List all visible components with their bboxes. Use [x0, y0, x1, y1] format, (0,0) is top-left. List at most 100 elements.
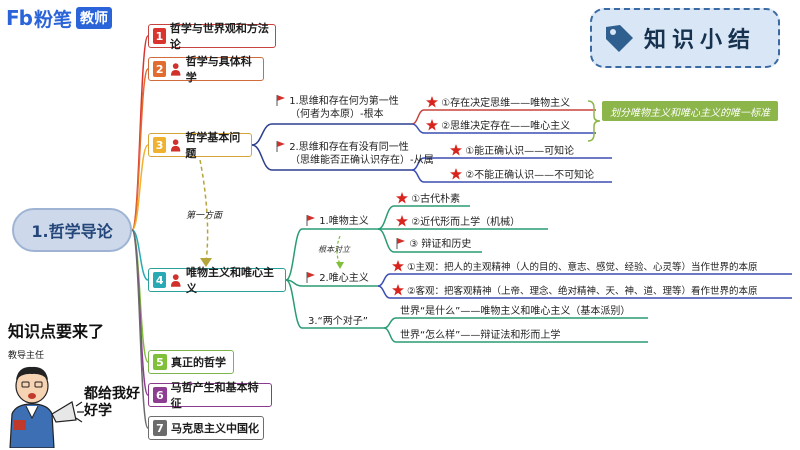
q1-leaf-1-text: ①存在决定思维——唯物主义	[441, 98, 571, 109]
node-1: 1 哲学与世界观和方法论	[148, 22, 276, 51]
edge-ide-l2	[377, 285, 792, 299]
node-number: 2	[153, 61, 167, 77]
root-node: 1.哲学导论	[12, 208, 132, 252]
star-icon	[426, 96, 438, 108]
edge-n4-mat	[285, 228, 378, 281]
edge-n4-ide	[285, 279, 378, 287]
edge-mat-l1	[377, 205, 470, 230]
brand-badge: 教师	[76, 7, 112, 29]
summary-title: 知识小结	[644, 27, 757, 53]
ide-leaf-1: ①主观：把人的主观精神（人的目的、意志、感觉、经验、心灵等）当作世界的本原	[392, 260, 758, 274]
teacher-label: 教导主任	[8, 351, 45, 361]
node-number: 1	[153, 28, 166, 44]
question-1-line2: （何者为本原）-根本	[290, 109, 384, 120]
node-label: 唯物主义和唯心主义	[185, 266, 274, 295]
edge-root-n1	[131, 35, 149, 231]
node-2: 2 哲学与具体科学	[148, 55, 264, 84]
question-2-line1: 2.思维和存在有没有同一性	[289, 142, 409, 153]
node-5: 5 真正的哲学	[148, 350, 234, 374]
node-label: 真正的哲学	[171, 356, 226, 369]
edge-n4-pairs	[285, 279, 384, 329]
flag-icon	[306, 272, 315, 283]
person-icon	[171, 274, 181, 287]
question-1-line1: 1.思维和存在何为第一性	[289, 96, 399, 107]
q1-leaf-2: ②思维决定存在——唯心主义	[426, 119, 570, 133]
star-icon	[392, 260, 404, 272]
q2-leaf-1: ①能正确认识——可知论	[450, 144, 574, 158]
node-6: 6 马哲产生和基本特征	[148, 381, 272, 410]
brand-logo: Fb 粉笔 教师	[6, 6, 112, 31]
edge-root-n7	[131, 229, 149, 429]
question-2: 2.思维和存在有没有同一性 （思维能否正确认识存在）-从属	[276, 141, 434, 167]
flag-icon	[276, 141, 285, 152]
node-label: 马克思主义中国化	[171, 422, 259, 435]
node-number: 6	[153, 387, 167, 403]
node-3: 3 哲学基本问题	[148, 131, 252, 160]
ide-leaf-2-text: ②客观：把客观精神（上帝、理念、绝对精神、天、神、道、理等）看作世界的本原	[407, 286, 758, 297]
edge-q1-leaf2	[411, 123, 596, 134]
question-1: 1.思维和存在何为第一性 （何者为本原）-根本	[276, 95, 399, 121]
brand-mark: Fb	[6, 6, 33, 30]
edge-q1-leaf1	[411, 109, 596, 125]
first-aspect-arrow	[199, 159, 209, 263]
idealism-label: 2.唯心主义	[319, 273, 369, 284]
node-label: 哲学与具体科学	[185, 55, 252, 84]
materialism-label: 1.唯物主义	[319, 216, 369, 227]
person-icon	[171, 139, 181, 152]
pairs-leaf-2: 世界“怎么样”——辩证法和形而上学	[400, 330, 561, 341]
criterion-note: 划分唯物主义和唯心主义的唯一标准	[602, 101, 778, 121]
first-aspect-label: 第一方面	[186, 211, 223, 221]
brand-name: 粉笔	[33, 8, 72, 31]
node-label: 哲学与世界观和方法论	[169, 22, 269, 51]
edge-root-n3	[131, 144, 149, 231]
q2-leaf-2: ②不能正确认识——不可知论	[450, 168, 594, 182]
flag-icon	[276, 95, 285, 106]
pairs-leaf-1: 世界“是什么”——唯物主义和唯心主义（基本派别）	[400, 306, 631, 317]
mat-leaf-3-text: ③ 辩证和历史	[409, 239, 472, 250]
q2-leaf-2-text: ②不能正确认识——不可知论	[465, 170, 595, 181]
opposition-arrow	[336, 235, 341, 265]
q2-leaf-1-text: ①能正确认识——可知论	[465, 146, 575, 157]
star-icon	[450, 168, 462, 180]
tag-icon	[606, 25, 633, 52]
summary-tag: 知识小结	[590, 8, 780, 68]
ide-leaf-2: ②客观：把客观精神（上帝、理念、绝对精神、天、神、道、理等）看作世界的本原	[392, 284, 758, 298]
node-number: 7	[153, 420, 167, 436]
mat-leaf-1: ①古代朴素	[396, 192, 460, 206]
mat-leaf-1-text: ①古代朴素	[411, 194, 461, 205]
edge-root-n2	[131, 68, 149, 231]
edge-pairs-l1	[383, 317, 648, 329]
mat-leaf-3: ③ 辩证和历史	[396, 238, 471, 251]
star-icon	[396, 215, 408, 227]
mat-leaf-2: ②近代形而上学（机械）	[396, 215, 520, 229]
materialism: 1.唯物主义	[306, 215, 369, 228]
two-pairs-label: 3.“两个对子”	[308, 316, 368, 327]
node-label: 哲学基本问题	[185, 131, 241, 160]
edge-n3-q2	[251, 144, 412, 171]
flag-icon	[396, 238, 405, 249]
node-number: 4	[153, 272, 167, 288]
star-icon	[392, 284, 404, 296]
edge-pairs-l2	[383, 327, 648, 343]
mat-leaf-2-text: ②近代形而上学（机械）	[411, 217, 521, 228]
q1-leaf-2-text: ②思维决定存在——唯心主义	[441, 121, 571, 132]
question-2-line2: （思维能否正确认识存在）-从属	[290, 155, 434, 166]
note-brace	[587, 100, 601, 142]
edge-ide-l1	[377, 273, 792, 287]
node-4: 4 唯物主义和唯心主义	[148, 266, 286, 295]
node-number: 5	[153, 354, 167, 370]
idealism: 2.唯心主义	[306, 272, 369, 285]
person-icon	[171, 63, 181, 76]
teacher-shout: 都给我好好学	[84, 386, 140, 419]
node-7: 7 马克思主义中国化	[148, 416, 264, 440]
ide-leaf-1-text: ①主观：把人的主观精神（人的目的、意志、感觉、经验、心灵等）当作世界的本原	[407, 262, 758, 273]
edge-mat-l3	[377, 228, 482, 253]
flag-icon	[306, 215, 315, 226]
opposition-label: 根本对立	[318, 245, 350, 254]
teacher-title: 知识点要来了	[8, 322, 105, 341]
edge-n3-q1	[251, 123, 412, 146]
node-label: 马哲产生和基本特征	[170, 381, 259, 410]
q1-leaf-1: ①存在决定思维——唯物主义	[426, 96, 570, 110]
teacher-cartoon-icon	[9, 366, 84, 448]
